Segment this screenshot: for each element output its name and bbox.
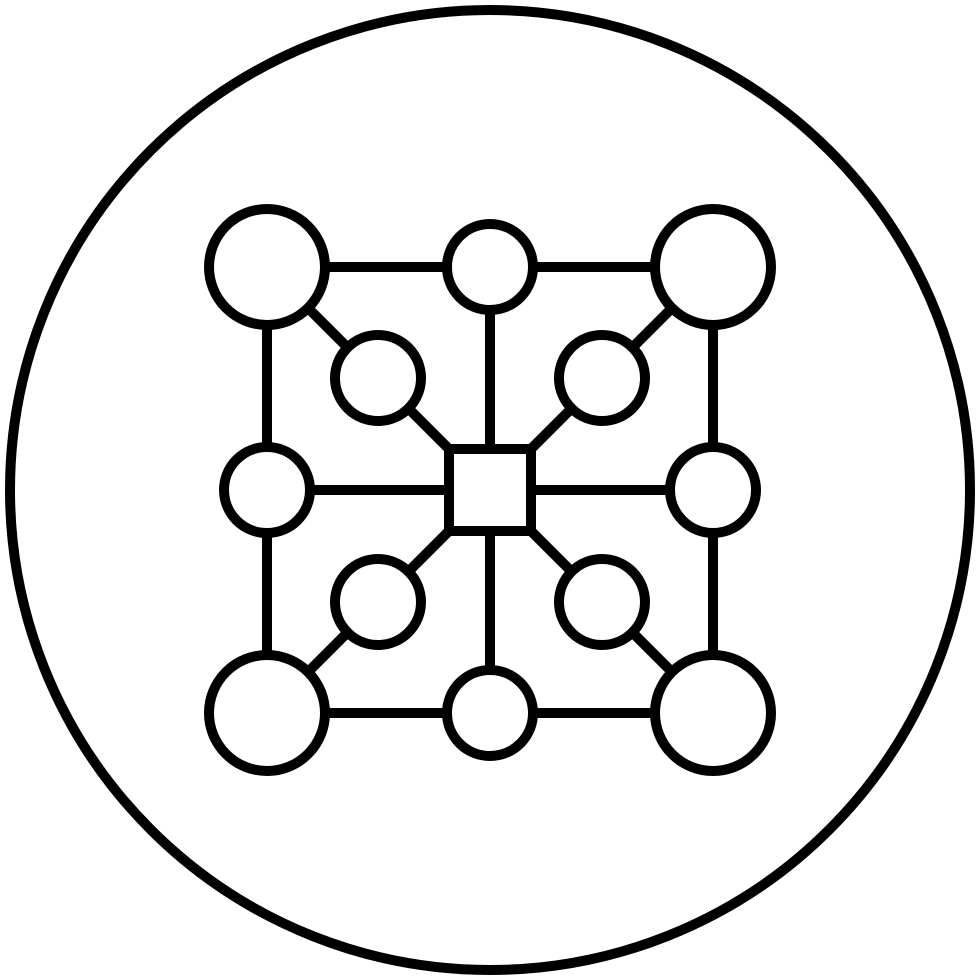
inner-bottom-right-node	[554, 554, 650, 650]
corner-bottom-right-node	[650, 650, 776, 776]
edge-right-node	[665, 442, 761, 538]
inner-top-right-node	[554, 330, 650, 426]
corner-top-left-node	[204, 204, 330, 330]
inner-bottom-left-node	[330, 554, 426, 650]
corner-top-right-node	[650, 204, 776, 330]
edge-bottom-node	[442, 665, 538, 761]
center-hub-node	[444, 444, 536, 536]
inner-top-left-node	[330, 330, 426, 426]
edge-left-node	[219, 442, 315, 538]
outer-circle-frame	[5, 5, 975, 975]
corner-bottom-left-node	[204, 650, 330, 776]
edge-top-node	[442, 219, 538, 315]
